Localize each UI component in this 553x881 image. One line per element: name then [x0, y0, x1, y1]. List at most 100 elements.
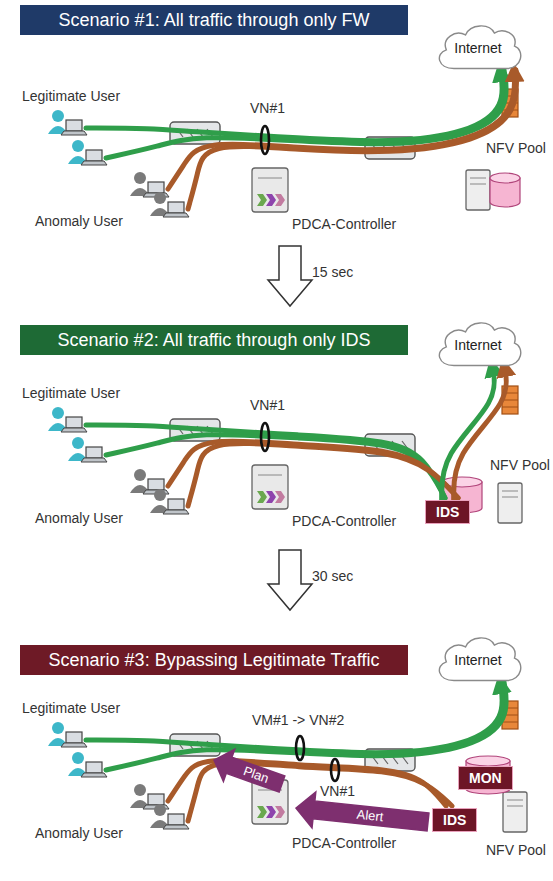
pdca-chevron [275, 491, 285, 503]
text-label: Anomaly User [35, 510, 123, 526]
internet-cloud: Internet [430, 317, 526, 373]
traffic-flow [86, 70, 502, 141]
traffic-connector [442, 365, 495, 500]
user-icon [68, 752, 107, 777]
text-label: VM#1 -> VN#2 [252, 712, 344, 728]
text-label: VN#1 [250, 100, 285, 116]
scenario-banner: Scenario #3: Bypassing Legitimate Traffi… [20, 645, 408, 675]
laptop-screen [86, 447, 102, 458]
user-head [72, 437, 84, 449]
scenario-title: Scenario #1: All traffic through only FW [59, 5, 370, 35]
node-text: IDS [436, 504, 459, 520]
traffic-flow [106, 682, 506, 770]
laptop-base [163, 213, 189, 217]
cloud-outline [439, 323, 520, 366]
server-icon [466, 170, 490, 210]
cylinder-top [466, 756, 510, 766]
laptop-screen [86, 150, 102, 161]
laptop-screen [168, 499, 184, 510]
pdca-chevron [257, 806, 267, 818]
controller-slot [258, 475, 282, 476]
laptop-screen [168, 814, 184, 825]
user-head [154, 489, 166, 501]
user-icon [68, 437, 107, 462]
pdca-chevron [266, 194, 276, 206]
transition-arrow [268, 246, 312, 306]
laptop-screen [148, 794, 164, 805]
user-icon [150, 192, 189, 217]
user-head [154, 804, 166, 816]
controller-body [252, 168, 288, 212]
virtual-network-ring [331, 759, 339, 781]
storage-cylinder [490, 173, 520, 207]
pdca-chevron [257, 491, 267, 503]
laptop-screen [66, 732, 82, 743]
controller-body [252, 465, 288, 509]
user-head [52, 722, 64, 734]
plan-arrow [214, 749, 285, 792]
user-head [52, 110, 64, 122]
text-label: Anomaly User [35, 213, 123, 229]
server-body [498, 483, 522, 523]
user-head [134, 469, 146, 481]
laptop-screen [66, 417, 82, 428]
node-text: Internet [454, 40, 501, 56]
controller-slot [258, 178, 282, 179]
server-slot [502, 491, 518, 492]
laptop-screen [148, 182, 164, 193]
virtual-network-ring [261, 423, 269, 451]
server-slot [507, 806, 523, 807]
ids-box: IDS [425, 500, 470, 524]
cylinder-top [490, 173, 520, 183]
user-icon [150, 804, 189, 829]
server-slot [502, 497, 518, 498]
user-head [134, 784, 146, 796]
laptop-base [81, 773, 107, 777]
text-label: VN#1 [320, 783, 355, 799]
text-label: PDCA-Controller [292, 513, 396, 529]
transition-arrow [268, 550, 312, 610]
user-icon [48, 407, 87, 432]
pdca-chevron [275, 194, 285, 206]
text-label: VN#1 [250, 397, 285, 413]
pdca-chevron [257, 194, 267, 206]
cloud-outline [439, 26, 520, 69]
node-text: Internet [454, 337, 501, 353]
firewall-brick [502, 407, 518, 408]
traffic-flow [168, 441, 458, 498]
user-head [72, 140, 84, 152]
laptop-base [61, 428, 87, 432]
user-icon [68, 140, 107, 165]
server-body [503, 792, 527, 832]
user-head [154, 192, 166, 204]
laptop-screen [148, 479, 164, 490]
laptop-base [61, 131, 87, 135]
text-label: PDCA-Controller [292, 216, 396, 232]
node-text: Internet [454, 652, 501, 668]
mon-box: MON [458, 766, 513, 790]
pdca-chevron [266, 491, 276, 503]
text-label: 15 sec [312, 264, 353, 280]
laptop-screen [86, 762, 102, 773]
server-slot [470, 178, 486, 179]
traffic-flow [86, 425, 445, 498]
internet-cloud: Internet [430, 632, 526, 688]
text-label: NFV Pool [490, 457, 550, 473]
user-icon [48, 722, 87, 747]
server-slot [470, 184, 486, 185]
text-label: 30 sec [312, 568, 353, 584]
text-label: NFV Pool [486, 140, 546, 156]
virtual-network-ring [296, 736, 304, 760]
traffic-flow [188, 444, 458, 506]
arrow-label: Alert [356, 806, 384, 825]
laptop-base [163, 825, 189, 829]
internet-cloud: Internet [430, 20, 526, 76]
text-label: Legitimate User [22, 88, 120, 104]
server-slot [507, 800, 523, 801]
server-icon [498, 483, 522, 523]
alert-arrow [296, 792, 429, 831]
user-head [52, 407, 64, 419]
text-label: Legitimate User [22, 700, 120, 716]
traffic-flow [86, 682, 502, 753]
laptop-screen [168, 202, 184, 213]
